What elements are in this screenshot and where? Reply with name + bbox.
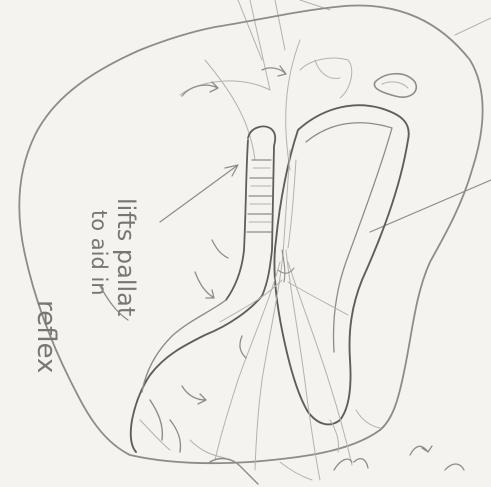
pointer-line-right (370, 180, 491, 232)
central-fibers (215, 150, 352, 480)
note-to-aid-in: to aid in (87, 210, 111, 296)
note-reflex: reflex (31, 300, 61, 373)
handwritten-notes: lifts pallat to aid in reflex (31, 198, 140, 373)
uvula-tube (226, 126, 275, 300)
note-lifts-pallat: lifts pallat (112, 198, 140, 316)
pointer-arrow-tube (160, 165, 238, 222)
tongue-right-lobe (274, 105, 408, 424)
direction-arrows (182, 66, 464, 470)
upper-right-loop (374, 74, 416, 97)
